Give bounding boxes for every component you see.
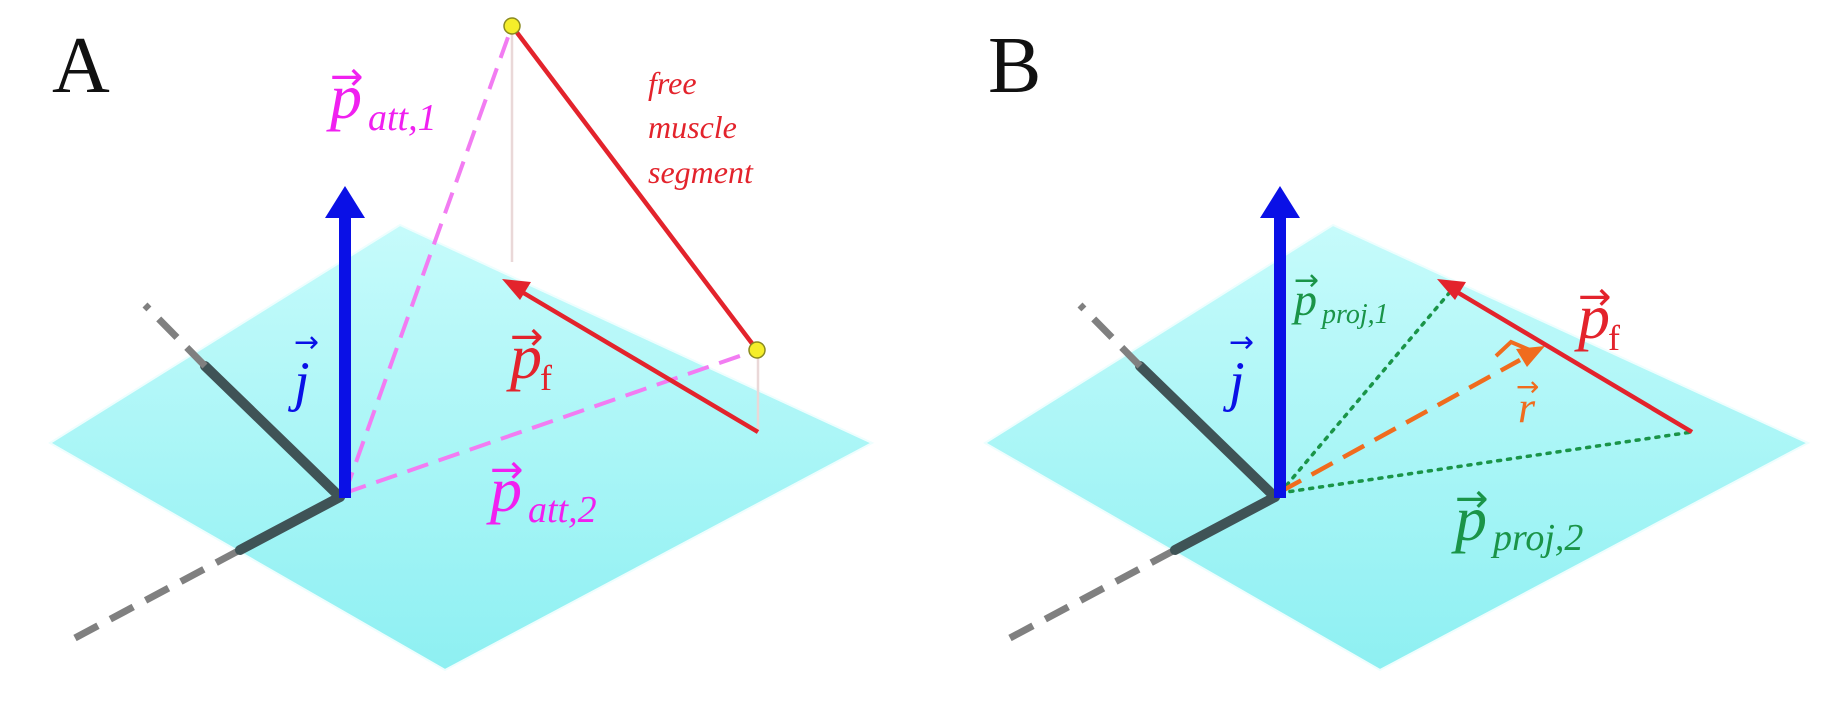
panel-b-letter: B	[988, 22, 1041, 110]
svg-text:att,2: att,2	[528, 489, 597, 531]
svg-text:proj,1: proj,1	[1320, 299, 1389, 330]
panel-a-pf-vector	[502, 279, 760, 434]
panel-b-r-vector	[1278, 339, 1545, 494]
panel-a-via-point-2	[748, 341, 766, 359]
svg-text:→: →	[1455, 476, 1489, 522]
svg-text:j: j	[288, 351, 310, 413]
panel-a-free-segment-label: free muscle segment	[648, 65, 754, 190]
svg-text:p: p	[1291, 274, 1317, 325]
panel-a-p-att1-label: → p att,1	[326, 54, 437, 139]
svg-text:f: f	[1608, 318, 1620, 358]
svg-text:p: p	[486, 454, 522, 525]
panel-b-pf-vector	[1437, 279, 1694, 434]
svg-text:r: r	[1518, 383, 1536, 432]
svg-text:free: free	[648, 65, 697, 101]
panel-a-rotation-axis	[73, 302, 345, 642]
panel-a-via-point-1	[503, 17, 521, 35]
panel-b: B j → →	[983, 22, 1811, 672]
panel-b-pf-label: → p f	[1574, 274, 1620, 358]
svg-text:p: p	[506, 321, 542, 392]
svg-text:p: p	[1574, 281, 1610, 352]
panel-a-letter: A	[52, 22, 110, 110]
panel-a-j-axis-arrow	[325, 186, 365, 498]
svg-text:→: →	[510, 314, 544, 360]
panel-b-rotation-axis	[1008, 302, 1280, 642]
panel-b-p-proj2-label: → p proj,2	[1451, 476, 1583, 559]
panel-a-pf-label: → p f	[506, 314, 552, 398]
panel-b-p-proj1-label: → p proj,1	[1291, 263, 1389, 330]
panel-a-p-att2-vector	[344, 348, 758, 495]
panel-a-p-att1-vector	[343, 25, 514, 494]
svg-text:segment: segment	[648, 154, 754, 190]
svg-text:→: →	[330, 54, 364, 100]
panel-a-plane	[48, 223, 875, 672]
panel-b-j-label: j →	[1223, 325, 1254, 413]
panel-b-r-label: → r	[1516, 370, 1539, 432]
panel-a: A j	[48, 17, 875, 672]
panel-b-p-proj1-vector	[1278, 290, 1452, 495]
svg-text:p: p	[326, 61, 362, 132]
panel-b-plane	[983, 223, 1811, 672]
panel-a-j-label: j →	[288, 325, 319, 413]
svg-text:→: →	[1229, 325, 1254, 360]
panel-b-p-proj2-vector	[1278, 430, 1694, 495]
svg-text:att,1: att,1	[368, 97, 437, 139]
panel-b-j-axis-arrow	[1260, 186, 1300, 498]
svg-text:j: j	[1223, 351, 1245, 413]
svg-text:→: →	[1516, 370, 1539, 403]
svg-text:proj,2: proj,2	[1490, 517, 1583, 559]
svg-text:→: →	[1294, 263, 1319, 298]
svg-text:→: →	[490, 447, 524, 493]
svg-text:→: →	[1578, 274, 1612, 320]
svg-text:f: f	[540, 358, 552, 398]
svg-text:→: →	[294, 325, 319, 360]
panel-a-p-att2-label: → p att,2	[486, 447, 597, 531]
svg-text:p: p	[1451, 483, 1487, 554]
panel-a-free-muscle-segment	[510, 24, 759, 352]
svg-text:muscle: muscle	[648, 109, 737, 145]
